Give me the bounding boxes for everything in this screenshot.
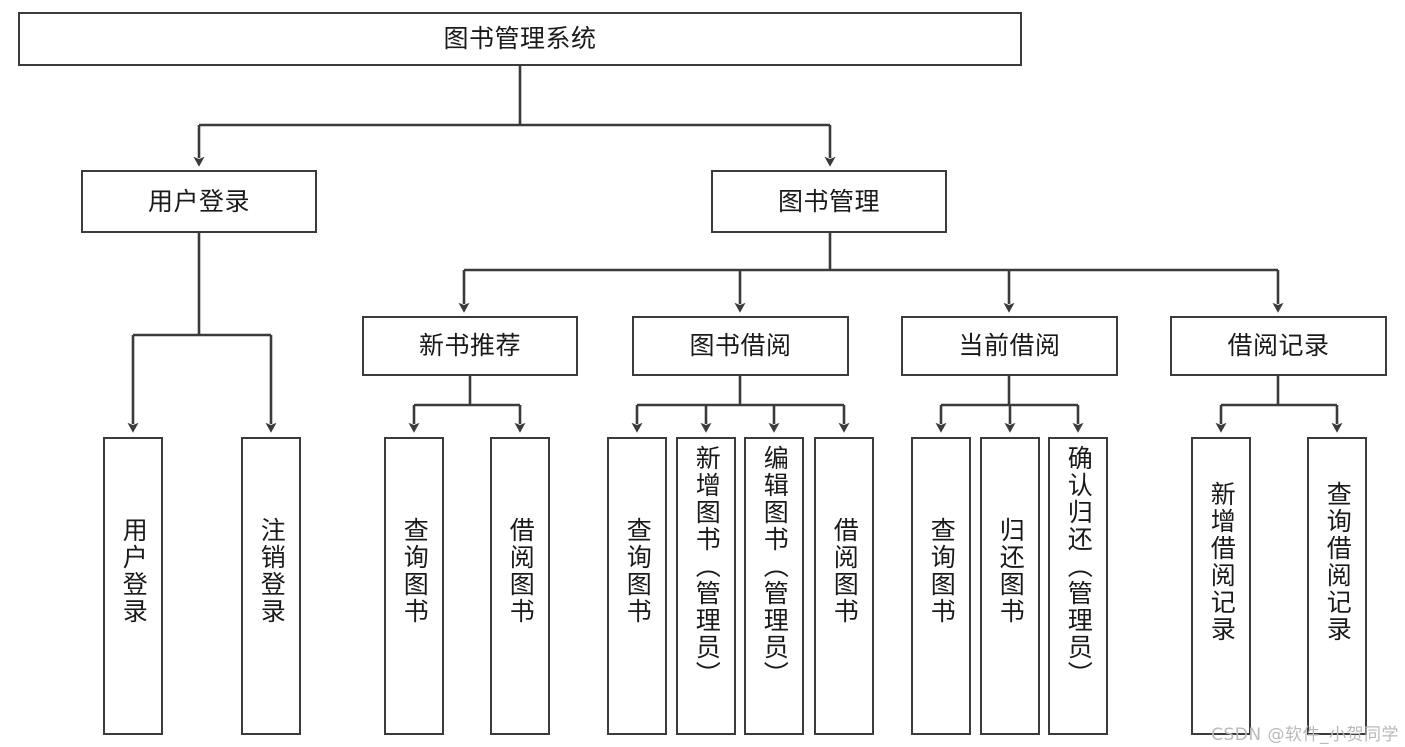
leaf-borrow-edit-label: 编辑图书（管理员） <box>760 445 790 688</box>
leaf-borrow-add-label: 新增图书（管理员） <box>692 445 722 688</box>
node-new-book-rec-label: 新书推荐 <box>418 331 521 361</box>
leaf-cur-return[interactable]: 归还图书 <box>980 437 1040 735</box>
leaf-borrow-lend[interactable]: 借阅图书 <box>814 437 874 735</box>
leaf-cur-confirm[interactable]: 确认归还（管理员） <box>1048 437 1108 735</box>
leaf-rec-query-label: 查询图书 <box>400 517 430 625</box>
leaf-rec-add-label: 新增借阅记录 <box>1207 481 1237 643</box>
leaf-rec-search-label: 查询借阅记录 <box>1323 481 1353 643</box>
leaf-user-logout-label: 注销登录 <box>257 517 287 625</box>
node-user-login[interactable]: 用户登录 <box>81 170 317 233</box>
node-book-borrow-label: 图书借阅 <box>689 331 792 361</box>
leaf-rec-borrow[interactable]: 借阅图书 <box>490 437 550 735</box>
node-book-manage[interactable]: 图书管理 <box>711 170 947 233</box>
leaf-borrow-query-label: 查询图书 <box>623 517 653 625</box>
leaf-rec-borrow-label: 借阅图书 <box>506 517 536 625</box>
node-root-label: 图书管理系统 <box>443 24 597 54</box>
leaf-rec-add[interactable]: 新增借阅记录 <box>1191 437 1251 735</box>
node-user-login-label: 用户登录 <box>147 186 250 216</box>
leaf-borrow-edit[interactable]: 编辑图书（管理员） <box>744 437 804 735</box>
leaf-user-login[interactable]: 用户登录 <box>103 437 163 735</box>
leaf-rec-search[interactable]: 查询借阅记录 <box>1307 437 1367 735</box>
leaf-cur-return-label: 归还图书 <box>996 517 1026 625</box>
leaf-rec-query[interactable]: 查询图书 <box>384 437 444 735</box>
leaf-cur-query[interactable]: 查询图书 <box>911 437 971 735</box>
leaf-borrow-query[interactable]: 查询图书 <box>607 437 667 735</box>
leaf-borrow-add[interactable]: 新增图书（管理员） <box>676 437 736 735</box>
leaf-user-logout[interactable]: 注销登录 <box>241 437 301 735</box>
leaf-user-login-label: 用户登录 <box>119 517 149 625</box>
node-borrow-record[interactable]: 借阅记录 <box>1170 316 1387 376</box>
node-new-book-rec[interactable]: 新书推荐 <box>362 316 578 376</box>
node-root[interactable]: 图书管理系统 <box>18 12 1022 66</box>
node-borrow-record-label: 借阅记录 <box>1227 331 1330 361</box>
node-book-borrow[interactable]: 图书借阅 <box>632 316 849 376</box>
node-current-borrow[interactable]: 当前借阅 <box>901 316 1118 376</box>
leaf-cur-confirm-label: 确认归还（管理员） <box>1064 445 1094 688</box>
leaf-cur-query-label: 查询图书 <box>927 517 957 625</box>
leaf-borrow-lend-label: 借阅图书 <box>830 517 860 625</box>
node-book-manage-label: 图书管理 <box>777 186 880 216</box>
node-current-borrow-label: 当前借阅 <box>958 331 1061 361</box>
watermark-text: CSDN @软件_小贺同学 <box>1211 725 1399 745</box>
